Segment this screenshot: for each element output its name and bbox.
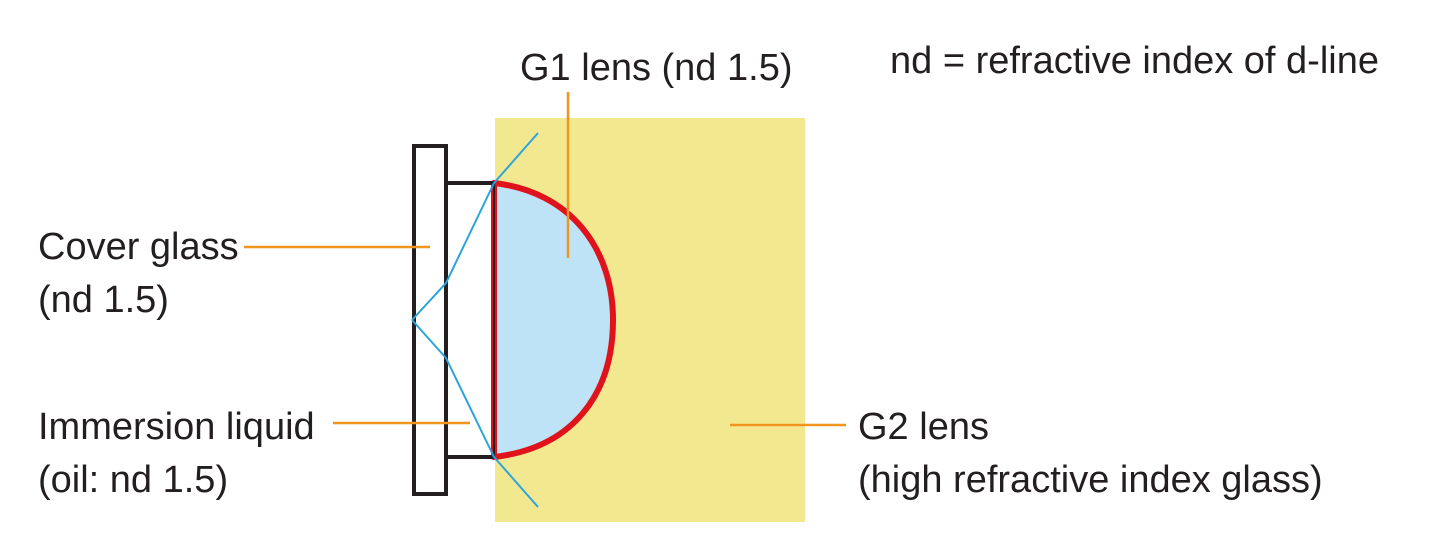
cover-glass-shape [412, 144, 448, 496]
immersion-liquid-label-line2: (oil: nd 1.5) [38, 459, 228, 501]
g1-lens-shape [491, 180, 616, 460]
g2-lens-label-line2: (high refractive index glass) [858, 459, 1323, 501]
immersion-liquid-label-line1: Immersion liquid [38, 406, 315, 448]
g1-lens-label: G1 lens (nd 1.5) [520, 47, 792, 89]
cover-glass-label-line2: (nd 1.5) [38, 279, 169, 321]
ray-upper [411, 132, 539, 321]
legend-text: nd = refractive index of d-line [890, 40, 1379, 82]
g2-lens-label-line1: G2 lens [858, 406, 989, 448]
cover-glass-label-line1: Cover glass [38, 226, 239, 268]
ray-lower [411, 319, 539, 508]
